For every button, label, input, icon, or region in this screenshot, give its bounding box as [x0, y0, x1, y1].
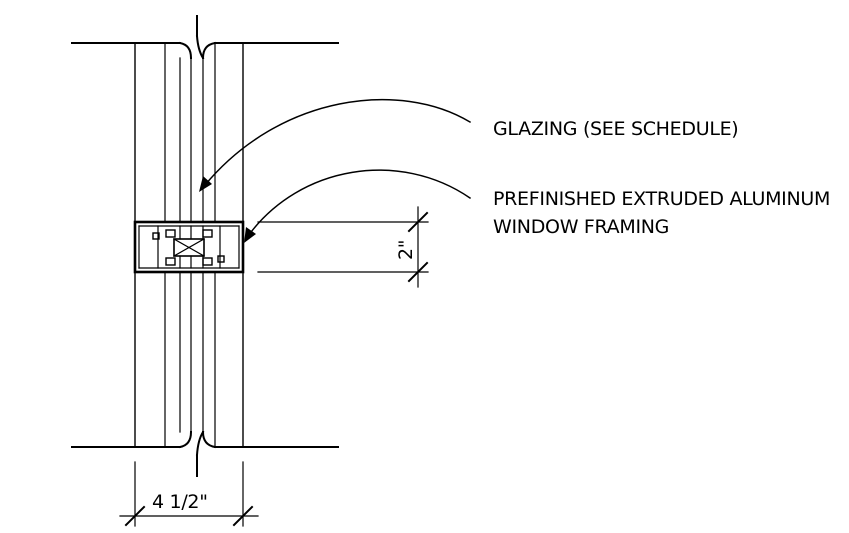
glazing-leader: [199, 98, 472, 192]
dimension-frame-depth-label: 4 1/2": [152, 491, 208, 513]
glazing-callout: GLAZING (SEE SCHEDULE): [493, 118, 738, 140]
framing-callout-line2: WINDOW FRAMING: [493, 216, 669, 238]
dimension-frame-face-label: 2": [395, 240, 417, 260]
framing-callout-line1: PREFINISHED EXTRUDED ALUMINUM: [493, 188, 830, 210]
wall-lines-bottom: [71, 430, 339, 449]
section-break-line: [195, 15, 205, 477]
mullion-extrusion-section: [133, 220, 245, 274]
dimension-frame-depth: 4 1/2": [119, 461, 259, 527]
frame-jamb-upper: [134, 42, 244, 223]
framing-leader: [244, 169, 472, 243]
wall-lines-top: [71, 41, 339, 60]
frame-jamb-lower: [134, 271, 244, 448]
dimension-frame-face: 2": [257, 206, 429, 288]
